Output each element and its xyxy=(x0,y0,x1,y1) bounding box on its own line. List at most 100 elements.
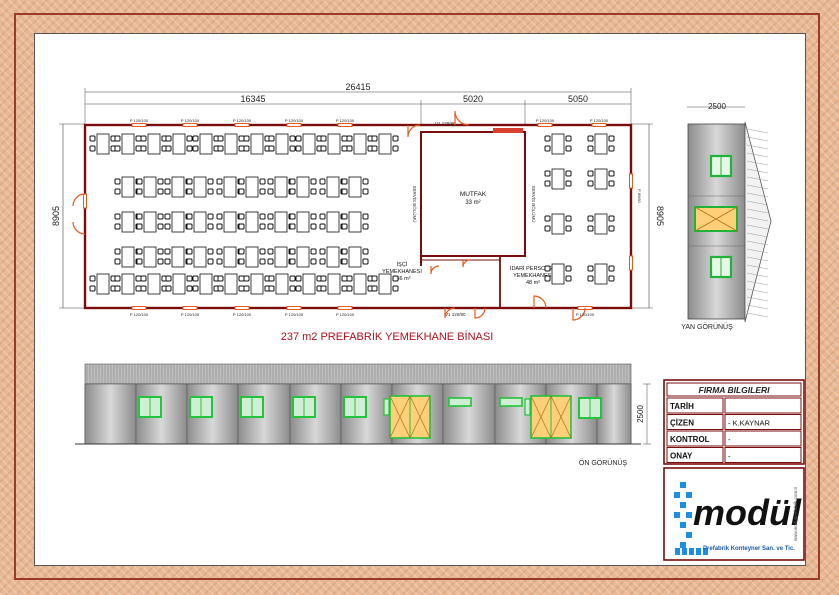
chair xyxy=(165,285,172,292)
logo-block xyxy=(680,542,686,548)
chair xyxy=(565,275,572,282)
info-label: TARİH xyxy=(670,402,694,411)
chair xyxy=(268,285,275,292)
chair xyxy=(565,180,572,187)
chair xyxy=(192,275,199,282)
chair xyxy=(207,258,214,265)
chair xyxy=(216,213,223,220)
chair xyxy=(362,213,369,220)
chair xyxy=(186,178,193,185)
roof-hatch xyxy=(746,280,769,286)
window-label-top: P 120/100 xyxy=(233,118,252,123)
chair xyxy=(319,223,326,230)
chair xyxy=(392,275,399,282)
table xyxy=(223,211,237,233)
chair xyxy=(136,248,143,255)
dim-total: 26415 xyxy=(345,82,370,92)
window-label-top: P 120/100 xyxy=(181,118,200,123)
chair xyxy=(392,145,399,152)
chair xyxy=(289,275,296,282)
chair xyxy=(243,285,250,292)
chair xyxy=(587,170,594,177)
table xyxy=(224,133,238,155)
table xyxy=(250,133,264,155)
chair xyxy=(238,178,245,185)
side-light xyxy=(524,398,531,416)
chair xyxy=(320,285,327,292)
chair xyxy=(135,135,142,142)
side-window-label: P 60/60 xyxy=(637,189,642,203)
table xyxy=(551,263,565,285)
chair xyxy=(565,135,572,142)
kitchen-name: MUTFAK xyxy=(460,191,487,198)
side-width: 2500 xyxy=(708,102,726,111)
chair xyxy=(135,285,142,292)
chair xyxy=(140,285,147,292)
table xyxy=(274,246,288,268)
door-swing xyxy=(572,307,586,321)
chair xyxy=(114,145,121,152)
chair xyxy=(238,188,245,195)
logo-block xyxy=(674,512,680,518)
chair xyxy=(136,188,143,195)
chair xyxy=(207,213,214,220)
logo-block xyxy=(703,548,708,555)
chair xyxy=(362,188,369,195)
side-view: 2500 YAN GÖRÜNÜŞ xyxy=(681,102,772,331)
chair xyxy=(268,135,275,142)
furniture-layout xyxy=(89,133,615,295)
chair xyxy=(267,258,274,265)
chair xyxy=(164,188,171,195)
info-label-cell xyxy=(666,447,724,463)
door-swing xyxy=(72,193,86,207)
drawing-title: 237 m2 PREFABRİK YEMEKHANE BİNASI xyxy=(281,330,494,343)
table xyxy=(121,211,135,233)
roof-hatch xyxy=(746,160,769,166)
chair xyxy=(341,145,348,152)
info-value: - K.KAYNAR xyxy=(728,419,771,428)
window xyxy=(182,123,198,127)
chair xyxy=(217,135,224,142)
table xyxy=(274,211,288,233)
table xyxy=(378,133,392,155)
chair xyxy=(565,265,572,272)
chair xyxy=(320,135,327,142)
table xyxy=(245,211,259,233)
chair xyxy=(565,145,572,152)
chair xyxy=(608,180,615,187)
chair xyxy=(136,258,143,265)
info-label: ÇİZEN xyxy=(670,419,694,428)
chair xyxy=(114,213,121,220)
chair xyxy=(544,225,551,232)
roof-hatch xyxy=(746,136,769,142)
chair xyxy=(608,275,615,282)
chair xyxy=(186,145,193,152)
roof-hatch xyxy=(746,128,769,134)
chair xyxy=(114,188,121,195)
window-label-top: P 120/100 xyxy=(336,118,355,123)
chair xyxy=(157,178,164,185)
window xyxy=(182,306,198,310)
chair xyxy=(289,188,296,195)
chair xyxy=(164,248,171,255)
logo-block xyxy=(696,548,701,555)
chair xyxy=(207,248,214,255)
door-swing xyxy=(533,295,547,309)
chair xyxy=(157,248,164,255)
chair xyxy=(267,178,274,185)
window xyxy=(629,255,633,271)
logo-brand: modül xyxy=(693,492,802,533)
drawing-sheet: 26415 16345 5020 5050 8905 8905 xyxy=(34,33,806,566)
door-label-top: V1 120/80 xyxy=(435,121,456,126)
chair xyxy=(259,188,266,195)
table xyxy=(96,273,110,295)
table xyxy=(147,273,161,295)
chair xyxy=(310,178,317,185)
chair xyxy=(608,170,615,177)
chair xyxy=(544,145,551,152)
roof-hatch xyxy=(746,152,769,158)
table xyxy=(275,273,289,295)
wall-panel xyxy=(442,383,496,445)
table xyxy=(143,246,157,268)
